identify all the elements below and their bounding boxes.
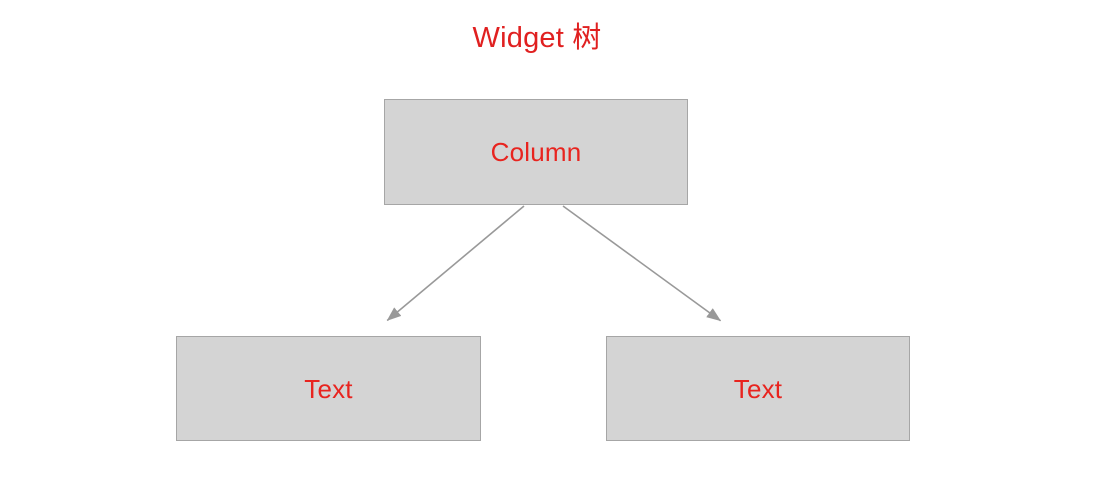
edge-column-to-text-right [562, 205, 722, 322]
node-column-label: Column [490, 137, 582, 167]
edge-column-to-text-left [386, 205, 525, 322]
diagram-title: Widget 树 [472, 22, 602, 54]
node-text-right-label: Text [733, 373, 783, 404]
node-text-left[interactable]: Text [176, 336, 481, 441]
node-text-right[interactable]: Text [606, 336, 910, 441]
node-column[interactable]: Column [384, 99, 688, 205]
node-text-left-label: Text [304, 373, 353, 404]
